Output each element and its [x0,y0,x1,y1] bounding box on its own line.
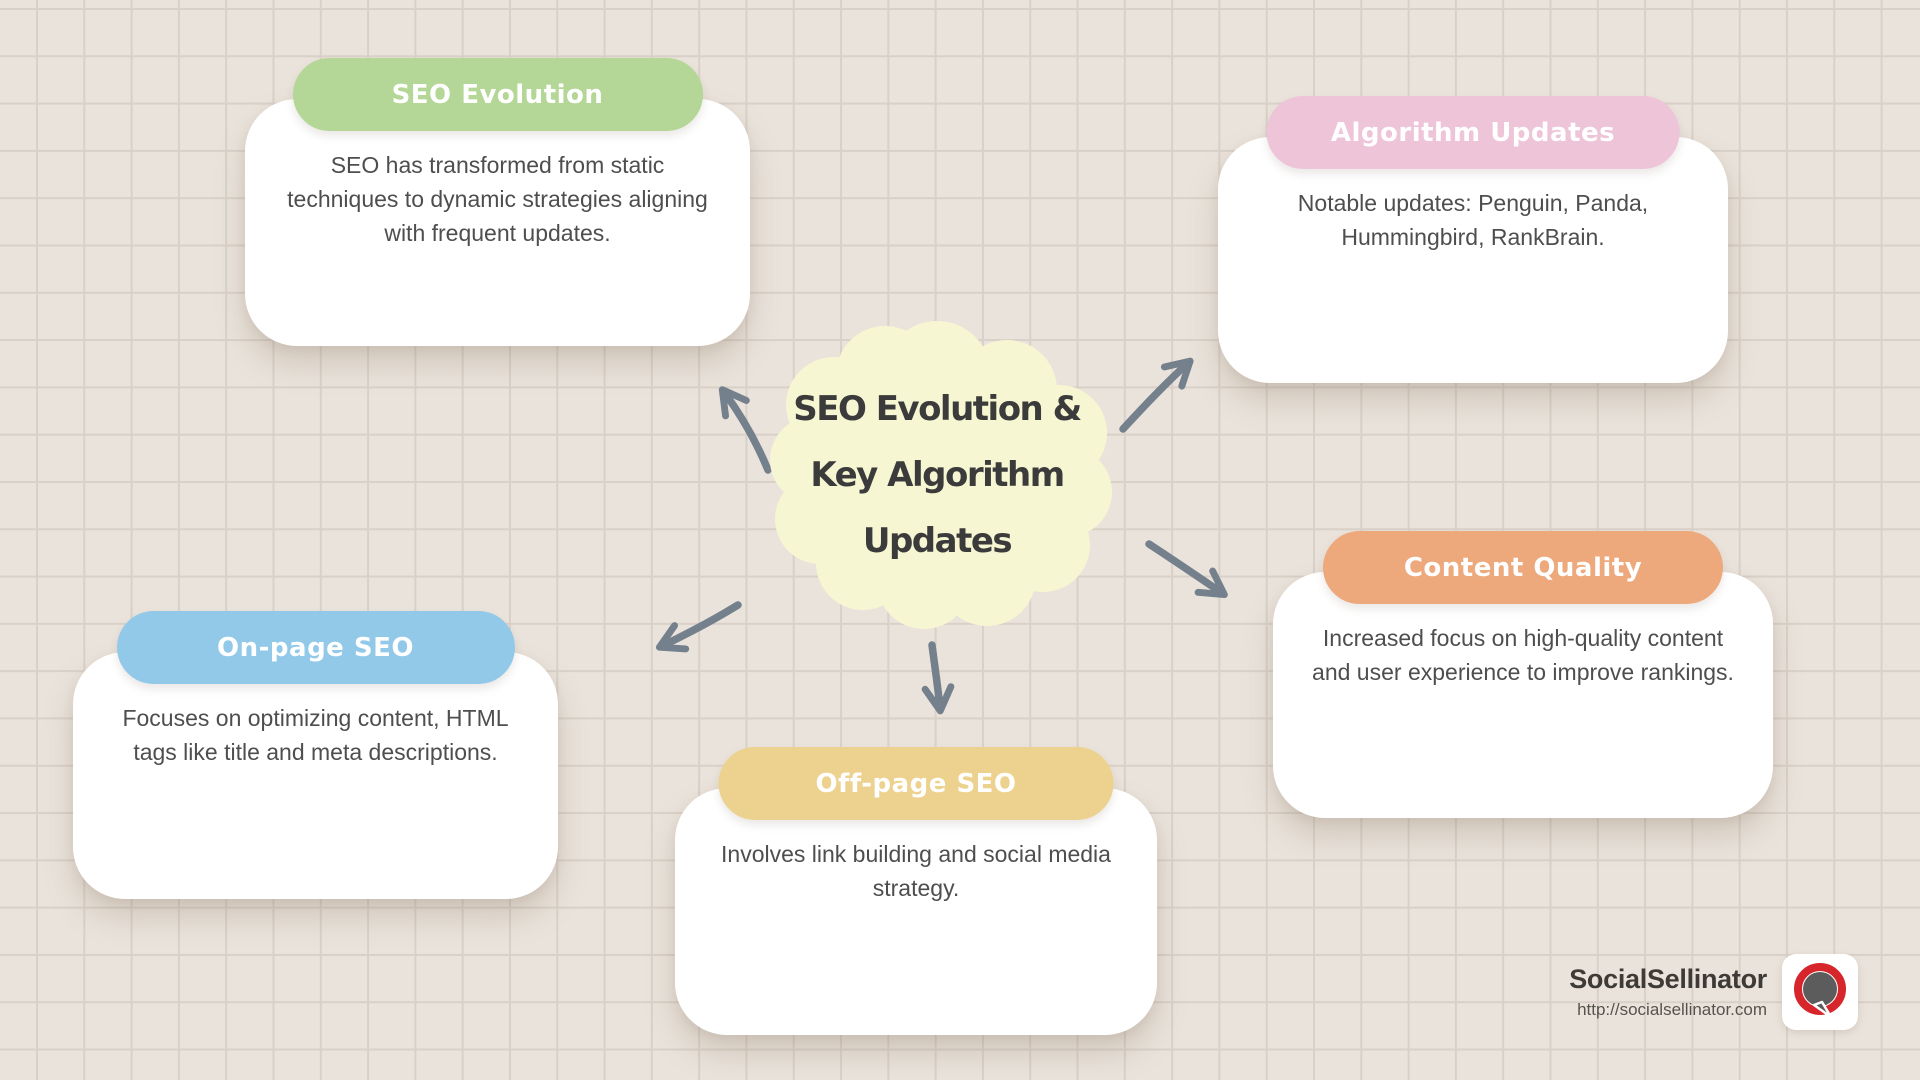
brand-footer: SocialSellinator http://socialsellinator… [1569,954,1858,1030]
center-blob-shape [770,321,1112,629]
central-topic: SEO Evolution & Key Algorithm Updates [762,318,1112,632]
body-line: strategy. [872,875,960,901]
card-title: Content Quality [1403,552,1643,583]
card-off-page-seo: Off-page SEO Involves link building and … [675,747,1157,1035]
arrow-to-algorithm-updates [1119,357,1194,433]
card-title: Off-page SEO [815,768,1017,799]
central-title-line: SEO Evolution & [793,389,1082,429]
card-title: SEO Evolution [391,79,604,110]
arrow-to-content-quality [1145,540,1228,599]
body-line: techniques to dynamic strategies alignin… [287,186,708,212]
central-title-line: Updates [862,521,1013,561]
brand-logo [1782,954,1858,1030]
card-body: Involves link building and social media … [675,837,1157,905]
card-on-page-seo: On-page SEO Focuses on optimizing conten… [73,611,558,899]
card-header-pill: Off-page SEO [718,747,1114,820]
body-line: with frequent updates. [384,220,611,246]
arrow-to-off-page-seo [921,641,955,715]
card-body: SEO has transformed from static techniqu… [245,148,750,250]
card-body: Focuses on optimizing content, HTML tags… [73,701,558,769]
card-content-quality: Content Quality Increased focus on high-… [1273,531,1773,818]
card-body: Notable updates: Penguin, Panda, Humming… [1218,186,1728,254]
body-line: Increased focus on high-quality content [1322,625,1724,651]
card-title: Algorithm Updates [1330,117,1616,148]
card-body: Increased focus on high-quality content … [1273,621,1773,689]
card-seo-evolution: SEO Evolution SEO has transformed from s… [245,58,750,346]
card-header-pill: On-page SEO [116,611,515,684]
body-line: tags like title and meta descriptions. [133,739,498,765]
central-title-line: Key Algorithm [810,455,1065,495]
body-line: Hummingbird, RankBrain. [1341,224,1605,250]
body-line: and user experience to improve rankings. [1312,659,1734,685]
arrow-to-on-page-seo [655,601,742,653]
card-title: On-page SEO [217,632,414,663]
card-header-pill: Content Quality [1323,531,1723,604]
body-line: Notable updates: Penguin, Panda, [1297,190,1649,216]
brand-name: SocialSellinator [1569,964,1767,994]
body-line: Focuses on optimizing content, HTML [122,705,509,731]
card-algorithm-updates: Algorithm Updates Notable updates: Pengu… [1218,96,1728,383]
central-topic-title: SEO Evolution & Key Algorithm Updates [762,318,1112,632]
body-line: SEO has transformed from static [330,152,665,178]
card-header-pill: SEO Evolution [292,58,703,131]
brand-text-block: SocialSellinator http://socialsellinator… [1569,964,1767,1020]
card-header-pill: Algorithm Updates [1266,96,1680,169]
brand-url: http://socialsellinator.com [1577,1000,1767,1019]
body-line: Involves link building and social media [721,841,1111,867]
speech-bubble-logo-icon [1794,963,1846,1019]
